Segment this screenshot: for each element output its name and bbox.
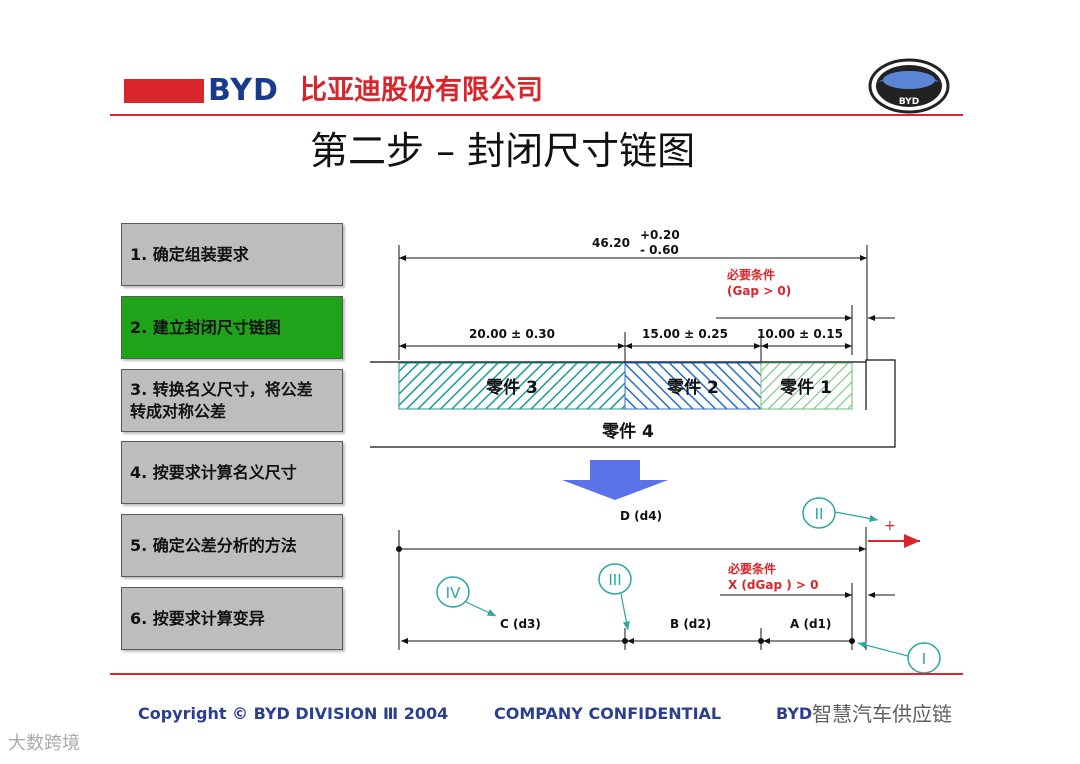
header-divider (110, 114, 963, 116)
emblem-text: BYD (899, 97, 919, 107)
total-nominal: 46.20 (592, 236, 630, 250)
vector-a-label: A (d1) (790, 617, 831, 631)
callout-iv (436, 576, 470, 608)
step-label: 6. 按要求计算变异 (130, 608, 265, 628)
dim-part3: 20.00 ± 0.30 (469, 327, 555, 341)
callout-iii (598, 563, 632, 595)
callout-iv-pointer (465, 601, 497, 617)
footer-copyright: Copyright © BYD DIVISION Ⅲ 2004 (138, 704, 449, 723)
slide-title: 第二步 – 封闭尺寸链图 (310, 129, 696, 173)
company-name: 比亚迪股份有限公司 (300, 75, 543, 106)
step-4: 4. 按要求计算名义尺寸 (121, 441, 343, 504)
step-1: 1. 确定组装要求 (121, 223, 343, 286)
dim-part2: 15.00 ± 0.25 (642, 327, 728, 341)
callout-ii-label: II (815, 505, 824, 523)
watermark-right: 智慧汽车供应链 (812, 702, 952, 726)
part1-label: 零件 1 (779, 377, 832, 398)
vector-c-label: C (d3) (500, 617, 541, 631)
dimension-chain-diagram: 46.20 +0.20 - 0.60 必要条件 (Gap > 0) 20.00 … (370, 228, 941, 674)
footer-right: BYD (776, 704, 813, 723)
dim-part1: 10.00 ± 0.15 (757, 327, 843, 341)
total-tol-plus: +0.20 (640, 228, 680, 242)
callout-iii-pointer (620, 593, 630, 631)
down-arrow-icon (562, 460, 668, 500)
node-point (622, 638, 628, 644)
node-point (758, 638, 764, 644)
step-2: 2. 建立封闭尺寸链图 (121, 296, 343, 359)
step-label: 3. 转换名义尺寸，将公差 转成对称公差 (130, 379, 313, 421)
step-3: 3. 转换名义尺寸，将公差 转成对称公差 (121, 369, 343, 432)
part2-label: 零件 2 (666, 377, 719, 398)
requirement2-title: 必要条件 (727, 561, 776, 576)
step-label: 1. 确定组装要求 (130, 244, 249, 264)
part2-block (624, 362, 762, 410)
part4-housing (370, 359, 896, 448)
part3-label: 零件 3 (485, 377, 538, 398)
callout-i-label: I (922, 650, 926, 668)
part1-block (760, 362, 853, 410)
brand-logo: BYD (208, 73, 279, 108)
requirement2-condition: X (dGap ) > 0 (728, 578, 818, 592)
callout-i-pointer (857, 641, 909, 657)
vector-b-label: B (d2) (670, 617, 711, 631)
watermark-left: 大数跨境 (8, 733, 80, 754)
callout-ii-pointer (834, 511, 879, 523)
plus-sign: + (884, 518, 896, 534)
header-red-bar (124, 79, 204, 103)
callout-iii-label: III (608, 571, 621, 589)
part3-block (398, 362, 626, 410)
step-label: 5. 确定公差分析的方法 (130, 535, 297, 555)
callout-iv-label: IV (446, 584, 461, 602)
node-point (849, 638, 855, 644)
callout-ii (802, 497, 836, 529)
requirement-title: 必要条件 (726, 267, 775, 282)
requirement-condition: (Gap > 0) (727, 284, 791, 298)
footer-divider (110, 673, 963, 675)
byd-emblem-icon: BYD (868, 58, 950, 114)
part4-label: 零件 4 (601, 421, 654, 442)
vector-d-label: D (d4) (620, 509, 662, 523)
footer-confidential: COMPANY CONFIDENTIAL (494, 704, 722, 723)
step-label: 4. 按要求计算名义尺寸 (130, 462, 297, 482)
step-6: 6. 按要求计算变异 (121, 587, 343, 650)
step-5: 5. 确定公差分析的方法 (121, 514, 343, 577)
step-label: 2. 建立封闭尺寸链图 (130, 317, 281, 337)
total-tol-minus: - 0.60 (640, 243, 679, 257)
